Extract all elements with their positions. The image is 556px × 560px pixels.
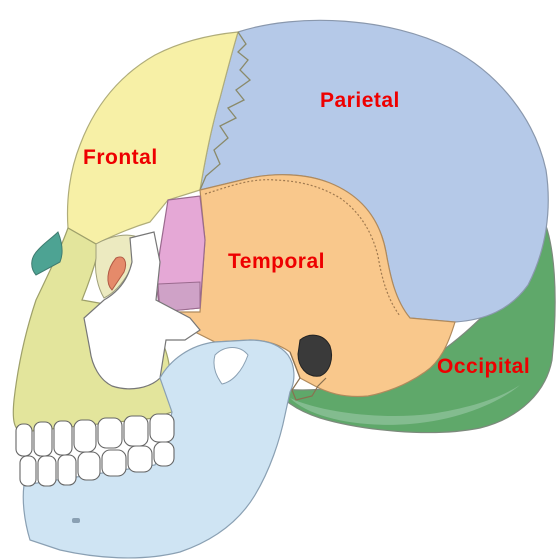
mental-foramen: [72, 518, 80, 523]
temporal-label: Temporal: [228, 250, 325, 274]
frontal-label: Frontal: [83, 146, 158, 170]
occipital-label: Occipital: [437, 355, 530, 379]
parietal-label: Parietal: [320, 89, 400, 113]
ear-canal: [298, 335, 332, 376]
